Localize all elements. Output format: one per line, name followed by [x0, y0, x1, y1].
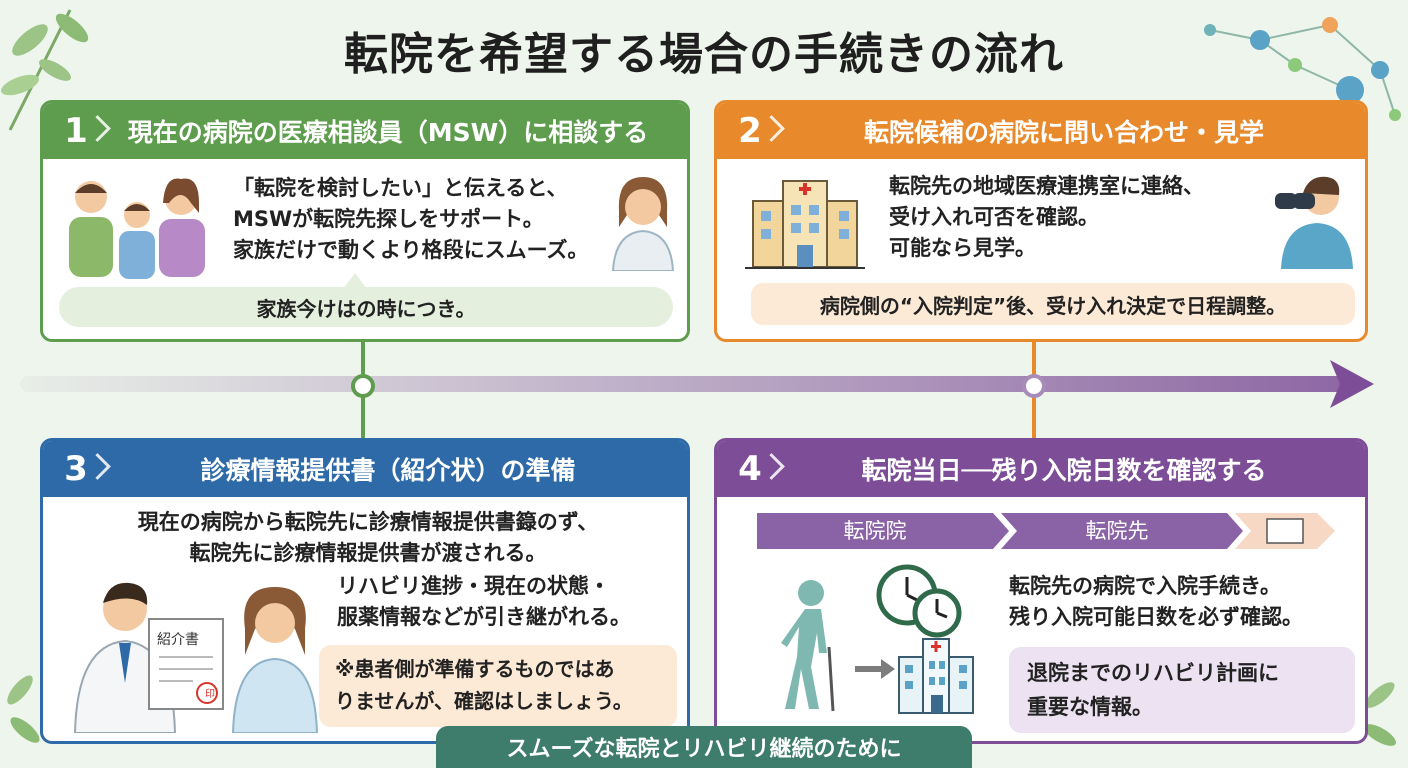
timeline-arrow: [20, 376, 1350, 392]
step-3-line-1: 現在の病院から転院先に診療情報提供書籙のず、: [137, 510, 599, 534]
step-1-note: 家族今けはの時につき。: [59, 287, 673, 327]
step-1-heading: 現在の病院の医療相談員（MSW）に相談する: [127, 118, 649, 147]
note-pointer: [343, 273, 367, 289]
step-4-note-line-1: 退院までのリハビリ計画に: [1027, 661, 1279, 685]
step-4-note-line-2: 重要な情報。: [1027, 695, 1153, 719]
step-2-text: 転院先の地域医療連携室に連絡、 受け入れ可否を確認。 可能なら見学。: [889, 171, 1204, 264]
walking-person-icon: [781, 580, 835, 712]
step-3-text: 現在の病院から転院先に診療情報提供書籙のず、 転院先に診療情報提供書が渡される。: [43, 507, 687, 569]
step-3-note-line-2: りませんが、確認はしましょう。: [335, 689, 633, 713]
referral-letter-label: 紹介書: [157, 632, 199, 648]
step-4-number: 4: [717, 449, 783, 489]
timeline-node-1: [351, 374, 375, 398]
destination-hospital-icon: [898, 638, 974, 714]
step-1-number: 1: [43, 111, 109, 151]
flow-step-from: 転院院: [843, 519, 907, 543]
binoculars-person-illustration: [1275, 176, 1353, 269]
step-3-card: 3 診療情報提供書（紹介状）の準備 現在の病院から転院先に診療情報提供書籙のず、…: [40, 438, 690, 744]
step-3-note-line-1: ※患者側が準備するものではあ: [335, 657, 615, 681]
step-2-number: 2: [717, 111, 783, 151]
msw-staff-illustration: [611, 177, 675, 271]
right-arrow-icon: [855, 659, 895, 679]
step-3-detail-text: リハビリ進捗・現在の状態・ 服薬情報などが引き継がれる。: [337, 571, 631, 633]
step-1-line-2: MSWが転院先探しをサポート。: [233, 207, 544, 231]
step-2-note: 病院側の“入院判定”後、受け入れ決定で日程調整。: [751, 283, 1355, 325]
step-2-line-1: 転院先の地域医療連携室に連絡、: [889, 174, 1204, 198]
step-1-text: 「転院を検討したい」と伝えると、 MSWが転院先探しをサポート。 家族だけで動く…: [233, 173, 589, 266]
step-3-detail-line-1: リハビリ進捗・現在の状態・: [337, 574, 610, 598]
transfer-flow-arrow: [757, 513, 1335, 549]
step-4-header: 4 転院当日──残り入院日数を確認する: [717, 441, 1365, 497]
page-title: 転院を希望する場合の手続きの流れ: [344, 29, 1064, 80]
step-2-line-2: 受け入れ可否を確認。: [889, 205, 1099, 229]
family-illustration: [69, 178, 205, 279]
seal-stamp: 印: [205, 689, 215, 700]
step-3-note: ※患者側が準備するものではあ りませんが、確認はしましょう。: [319, 645, 677, 727]
step-3-detail-line-2: 服薬情報などが引き継がれる。: [337, 605, 631, 629]
step-3-line-2: 転院先に診療情報提供書が渡される。: [189, 541, 547, 565]
flow-step-to: 転院先: [1085, 519, 1149, 543]
step-2-heading: 転院候補の病院に問い合わせ・見学: [863, 118, 1264, 147]
step-4-text: 転院先の病院で入院手続き。 残り入院可能日数を必ず確認。: [1009, 571, 1303, 633]
step-3-heading: 診療情報提供書（紹介状）の準備: [200, 456, 576, 485]
timeline-node-2: [1022, 374, 1046, 398]
referral-letter-icon: [148, 618, 224, 710]
step-4-card: 4 転院当日──残り入院日数を確認する 転院院 転院先 転院先の病院で入院手続き…: [714, 438, 1368, 744]
step-3-header: 3 診療情報提供書（紹介状）の準備: [43, 441, 687, 497]
step-1-card: 1 現在の病院の医療相談員（MSW）に相談する 「転院を検討したい」と伝えると、…: [40, 100, 690, 342]
step-4-line-1: 転院先の病院で入院手続き。: [1009, 574, 1281, 598]
step-3-number: 3: [43, 449, 109, 489]
leaf-decoration-bottom-right: [1364, 682, 1396, 746]
footer-banner: スムーズな転院とリハビリ継続のために: [436, 726, 972, 768]
hospital-icon: [745, 180, 865, 269]
network-decoration-top-right: [1204, 17, 1401, 121]
step-4-heading: 転院当日──残り入院日数を確認する: [861, 456, 1267, 485]
step-2-line-3: 可能なら見学。: [889, 236, 1036, 260]
step-2-card: 2 転院候補の病院に問い合わせ・見学 転院先の地域医療連携室に連絡、 受け入れ可…: [714, 100, 1368, 342]
step-4-note: 退院までのリハビリ計画に 重要な情報。: [1009, 647, 1355, 733]
clock-icon: [876, 564, 962, 638]
step-4-line-2: 残り入院可能日数を必ず確認。: [1009, 605, 1303, 629]
step-1-line-1: 「転院を検討したい」と伝えると、: [233, 176, 568, 200]
leaf-decoration-top-left: [1, 9, 89, 131]
arrow-head-icon: [1330, 360, 1374, 408]
step-2-header: 2 転院候補の病院に問い合わせ・見学: [717, 103, 1365, 159]
step-1-header: 1 現在の病院の医療相談員（MSW）に相談する: [43, 103, 687, 159]
step-1-line-3: 家族だけで動くより格段にスムーズ。: [233, 238, 589, 262]
leaf-decoration-bottom-left: [7, 675, 40, 743]
nurse-illustration: [231, 587, 319, 733]
